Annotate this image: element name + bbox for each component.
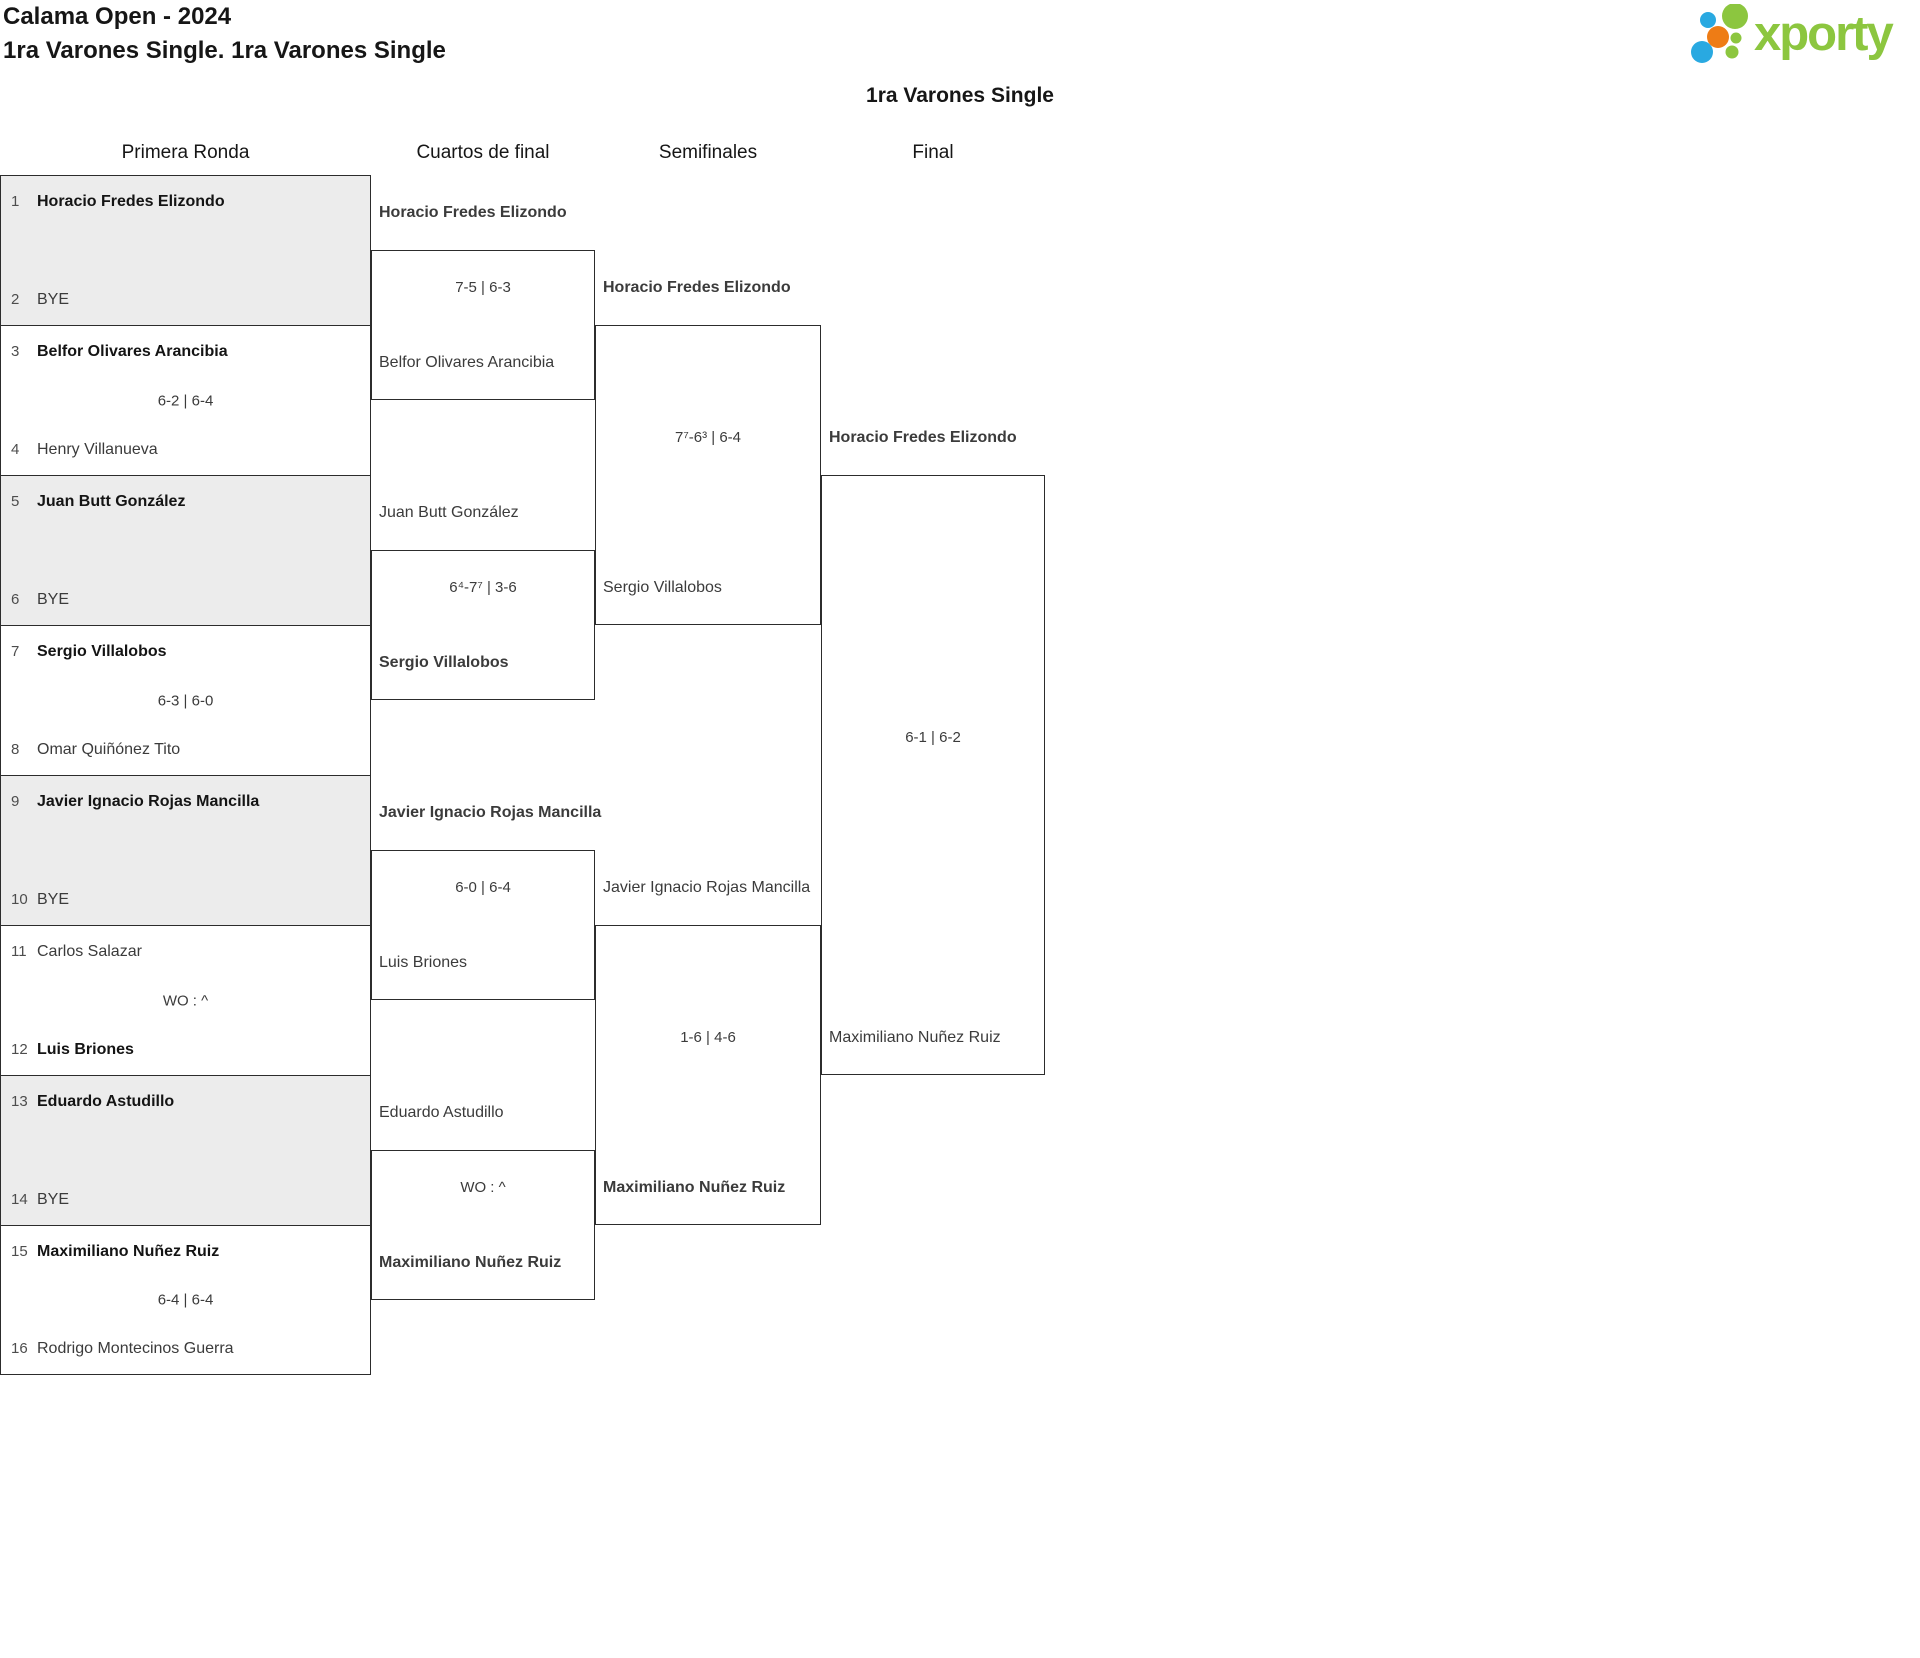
player-name: Maximiliano Nuñez Ruiz bbox=[829, 1029, 1001, 1046]
player-name: Eduardo Astudillo bbox=[37, 1093, 175, 1110]
player-row: 12 Luis Briones bbox=[1, 1039, 370, 1061]
player-row: 16 Rodrigo Montecinos Guerra bbox=[1, 1338, 370, 1360]
player-seed: 16 bbox=[11, 1340, 28, 1357]
player-name: Henry Villanueva bbox=[37, 441, 158, 458]
player-seed: 10 bbox=[11, 891, 28, 908]
player-name: BYE bbox=[37, 291, 70, 308]
page-title: Calama Open - 2024 bbox=[3, 3, 232, 30]
player-row: 4 Henry Villanueva bbox=[1, 439, 370, 461]
player-name: Horacio Fredes Elizondo bbox=[829, 429, 1017, 446]
match-score: 6-1 | 6-2 bbox=[905, 729, 961, 746]
player-name: Sergio Villalobos bbox=[37, 643, 167, 660]
qf-match-1-box bbox=[371, 250, 595, 400]
round-header-cuartos-de-final: Cuartos de final bbox=[416, 142, 550, 163]
player-row: 14 BYE bbox=[1, 1189, 370, 1211]
r1-match-8: 15 Maximiliano Nuñez Ruiz 6-4 | 6-4 16 R… bbox=[0, 1225, 371, 1375]
player-name: Rodrigo Montecinos Guerra bbox=[37, 1340, 234, 1357]
match-score: 7⁷-6³ | 6-4 bbox=[674, 429, 741, 446]
r1-match-2: 3 Belfor Olivares Arancibia 6-2 | 6-4 4 … bbox=[0, 325, 371, 475]
player-name: BYE bbox=[37, 591, 70, 608]
player-name: Maximiliano Nuñez Ruiz bbox=[603, 1179, 786, 1196]
round-header-primera-ronda: Primera Ronda bbox=[121, 142, 250, 163]
player-seed: 14 bbox=[11, 1191, 28, 1208]
player-name: Eduardo Astudillo bbox=[379, 1104, 504, 1121]
player-name: Belfor Olivares Arancibia bbox=[37, 343, 228, 360]
player-name: Javier Ignacio Rojas Mancilla bbox=[379, 804, 602, 821]
xporty-logo-text: xporty bbox=[1754, 7, 1894, 61]
match-score: 6-2 | 6-4 bbox=[157, 392, 214, 409]
player-seed: 7 bbox=[11, 643, 20, 660]
match-score: WO : ^ bbox=[162, 992, 209, 1009]
match-score: 6⁴-7⁷ | 3-6 bbox=[449, 579, 517, 596]
player-name: Luis Briones bbox=[379, 954, 468, 971]
player-seed: 12 bbox=[11, 1041, 28, 1058]
r1-match-7: 13 Eduardo Astudillo 14 BYE bbox=[0, 1075, 371, 1225]
player-row: 7 Sergio Villalobos bbox=[1, 641, 370, 663]
sf-match-2-box bbox=[595, 925, 821, 1225]
round-header-semifinales: Semifinales bbox=[658, 142, 758, 163]
player-name: Horacio Fredes Elizondo bbox=[603, 279, 791, 296]
player-name: Luis Briones bbox=[37, 1041, 134, 1058]
player-seed: 15 bbox=[11, 1243, 28, 1260]
page-header: Calama Open - 2024 1ra Varones Single. 1… bbox=[3, 0, 446, 68]
player-name: Javier Ignacio Rojas Mancilla bbox=[603, 879, 811, 896]
player-row: 6 BYE bbox=[1, 589, 370, 611]
player-name: Maximiliano Nuñez Ruiz bbox=[37, 1243, 220, 1260]
xporty-logo[interactable]: xporty bbox=[1688, 2, 1913, 72]
player-row: 9 Javier Ignacio Rojas Mancilla bbox=[1, 791, 370, 813]
player-seed: 13 bbox=[11, 1093, 28, 1110]
r1-match-6: 11 Carlos Salazar WO : ^ 12 Luis Briones bbox=[0, 925, 371, 1075]
match-score: 7-5 | 6-3 bbox=[455, 279, 511, 296]
match-score: 6-3 | 6-0 bbox=[157, 692, 214, 709]
player-seed: 11 bbox=[11, 943, 27, 960]
player-row: 13 Eduardo Astudillo bbox=[1, 1091, 370, 1113]
qf-match-3-box bbox=[371, 850, 595, 1000]
player-name: Maximiliano Nuñez Ruiz bbox=[379, 1254, 562, 1271]
player-seed: 6 bbox=[11, 591, 20, 608]
match-score: 6-4 | 6-4 bbox=[157, 1291, 214, 1309]
sf-match-1-box bbox=[595, 325, 821, 625]
match-score: 1-6 | 4-6 bbox=[680, 1029, 736, 1046]
player-seed: 5 bbox=[11, 493, 20, 510]
player-name: Horacio Fredes Elizondo bbox=[379, 204, 567, 221]
player-seed: 1 bbox=[11, 193, 20, 210]
player-name: Javier Ignacio Rojas Mancilla bbox=[37, 793, 260, 810]
player-row: 5 Juan Butt González bbox=[1, 491, 370, 513]
player-name: Juan Butt González bbox=[379, 504, 519, 521]
player-row: 11 Carlos Salazar bbox=[1, 941, 370, 963]
bracket-title: 1ra Varones Single bbox=[866, 84, 1054, 107]
player-name: Juan Butt González bbox=[37, 493, 186, 510]
player-name: Omar Quiñónez Tito bbox=[37, 741, 181, 758]
xporty-logo-dots-icon bbox=[1691, 4, 1748, 63]
r1-match-1: 1 Horacio Fredes Elizondo 2 BYE bbox=[0, 175, 371, 325]
player-seed: 3 bbox=[11, 343, 20, 360]
player-name: Sergio Villalobos bbox=[603, 579, 722, 596]
r1-match-4: 7 Sergio Villalobos 6-3 | 6-0 8 Omar Qui… bbox=[0, 625, 371, 775]
player-name: Horacio Fredes Elizondo bbox=[37, 193, 225, 210]
final-match-box bbox=[821, 475, 1045, 1075]
player-seed: 9 bbox=[11, 793, 20, 810]
page-subtitle: 1ra Varones Single. 1ra Varones Single bbox=[3, 37, 446, 64]
player-name: BYE bbox=[37, 891, 70, 908]
player-row: 8 Omar Quiñónez Tito bbox=[1, 739, 370, 761]
player-name: Belfor Olivares Arancibia bbox=[379, 354, 555, 371]
match-score: 6-0 | 6-4 bbox=[455, 879, 511, 896]
player-row: 10 BYE bbox=[1, 889, 370, 911]
player-name: BYE bbox=[37, 1191, 70, 1208]
player-row: 1 Horacio Fredes Elizondo bbox=[1, 191, 370, 213]
player-name: Carlos Salazar bbox=[37, 943, 142, 960]
player-row: 15 Maximiliano Nuñez Ruiz bbox=[1, 1241, 370, 1263]
qf-match-2-box bbox=[371, 550, 595, 700]
player-seed: 2 bbox=[11, 291, 20, 308]
qf-match-4-box bbox=[371, 1150, 595, 1300]
player-row: 3 Belfor Olivares Arancibia bbox=[1, 341, 370, 363]
r1-match-3: 5 Juan Butt González 6 BYE bbox=[0, 475, 371, 625]
r1-match-5: 9 Javier Ignacio Rojas Mancilla 10 BYE bbox=[0, 775, 371, 925]
round-header-final: Final bbox=[912, 142, 954, 163]
player-row: 2 BYE bbox=[1, 289, 370, 311]
player-seed: 8 bbox=[11, 741, 20, 758]
player-name: Sergio Villalobos bbox=[379, 654, 509, 671]
player-seed: 4 bbox=[11, 441, 20, 458]
match-score: WO : ^ bbox=[460, 1179, 506, 1196]
